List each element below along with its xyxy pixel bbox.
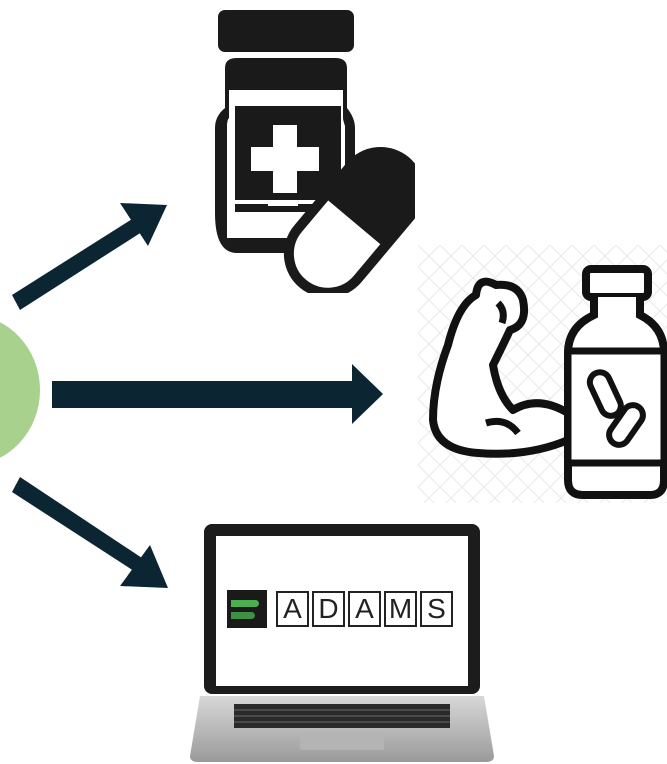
adams-letter: D <box>312 591 345 627</box>
adams-letter: M <box>384 591 417 627</box>
adams-logo-mark-icon <box>227 590 267 628</box>
source-node <box>0 322 40 458</box>
muscle-supplement-icon <box>418 245 667 503</box>
medicine-bottle-capsule-icon <box>215 10 415 293</box>
adams-letter: S <box>420 591 453 627</box>
arrow-to-supplement <box>52 364 383 424</box>
adams-letter: A <box>276 591 309 627</box>
arrow-to-medicine <box>12 203 167 310</box>
adams-logo: A D A M S <box>227 590 453 628</box>
laptop-icon <box>190 524 494 762</box>
arrow-to-laptop <box>12 477 168 588</box>
adams-letter: A <box>348 591 381 627</box>
